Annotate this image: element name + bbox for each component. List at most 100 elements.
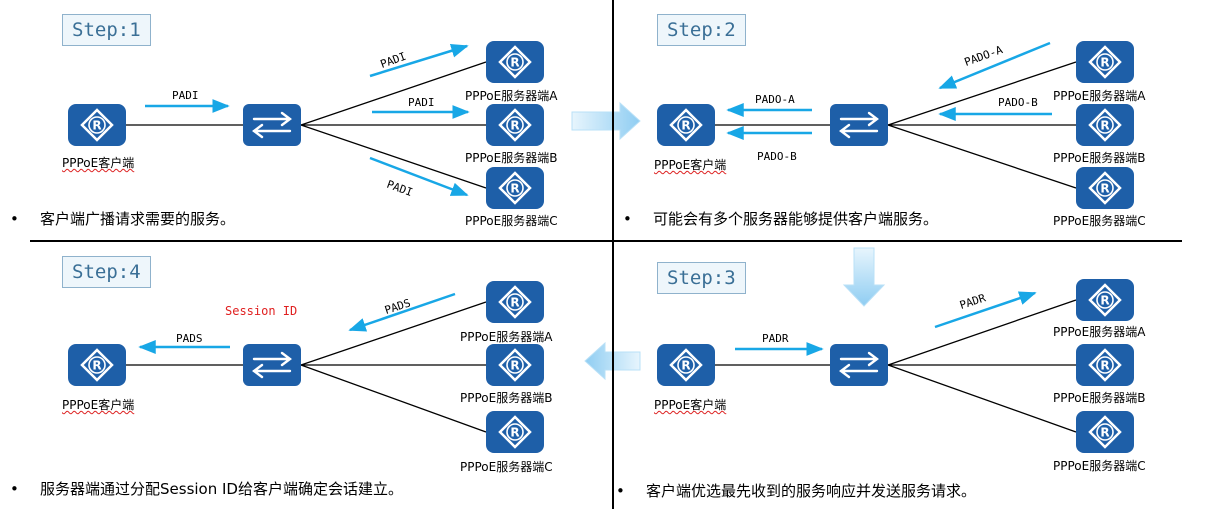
q2-server-b-label: PPPoE服务器端B	[1053, 151, 1146, 165]
step-3-caption-text: 客户端优选最先收到的服务响应并发送服务请求。	[646, 482, 977, 500]
q3-server-a-router-icon: R	[1076, 279, 1134, 321]
q2-msg-label-b: PADO-B	[998, 96, 1038, 109]
step-4-box: Step:4	[62, 256, 151, 288]
q3-client-label: PPPoE客户端	[654, 396, 726, 413]
q4-link-switch-server-a	[300, 301, 487, 366]
step-1-box: Step:1	[62, 14, 151, 46]
svg-text:R: R	[510, 119, 519, 133]
svg-text:R: R	[92, 119, 101, 133]
svg-text:R: R	[510, 56, 519, 70]
step-flow-arrows	[571, 101, 886, 381]
q3-server-b-router-icon: R	[1076, 344, 1134, 386]
q4-client-label: PPPoE客户端	[62, 396, 134, 413]
q1-server-a-label: PPPoE服务器端A	[465, 89, 558, 103]
svg-text:R: R	[1100, 294, 1109, 308]
q1-switch-icon	[243, 104, 301, 146]
bullet: •	[616, 482, 625, 500]
q1-msg-label-client: PADI	[172, 89, 199, 102]
q2-switch-icon	[830, 104, 888, 146]
q4-server-a-label: PPPoE服务器端A	[460, 330, 553, 344]
q2-server-b-router-icon: R	[1076, 104, 1134, 146]
vertical-divider	[612, 0, 614, 509]
q3-server-c-label: PPPoE服务器端C	[1053, 459, 1146, 473]
svg-text:R: R	[510, 296, 519, 310]
svg-text:R: R	[1100, 359, 1109, 373]
q4-client-router-icon: R	[68, 344, 126, 386]
q2-server-a-router-icon: R	[1076, 41, 1134, 83]
q3-link-switch-server-a	[887, 299, 1077, 366]
q4-pads-arrow-a	[348, 292, 456, 332]
q2-server-c-router-icon: R	[1076, 167, 1134, 209]
q1-msg-label-b: PADI	[408, 96, 435, 109]
q3-padr-arrow-a	[934, 291, 1037, 329]
q1-link-switch-server-c	[300, 124, 487, 189]
svg-text:R: R	[1100, 56, 1109, 70]
q2-link-switch-server-c	[887, 124, 1077, 189]
step-2-caption: • 可能会有多个服务器能够提供客户端服务。	[623, 208, 938, 229]
step-1-caption: • 客户端广播请求需要的服务。	[10, 208, 235, 229]
step-3-box: Step:3	[657, 262, 746, 294]
q3-msg-label-client: PADR	[762, 332, 789, 345]
svg-text:R: R	[1100, 119, 1109, 133]
bullet: •	[10, 480, 19, 498]
q1-client-label-text: PPPoE客户端	[62, 156, 135, 170]
svg-text:R: R	[92, 359, 101, 373]
step-4-caption-text: 服务器端通过分配Session ID给客户端确定会话建立。	[40, 480, 403, 498]
q4-msg-label-client: PADS	[176, 332, 203, 345]
message-arrows	[138, 41, 1052, 356]
network-devices: R R R R R R R R R R R R R R R R	[68, 41, 1134, 453]
q3-link-switch-server-c	[887, 364, 1077, 433]
q2-server-c-label: PPPoE服务器端C	[1053, 214, 1146, 228]
svg-text:R: R	[681, 119, 690, 133]
q1-server-a-router-icon: R	[486, 41, 544, 83]
q3-server-c-router-icon: R	[1076, 411, 1134, 453]
svg-text:R: R	[510, 426, 519, 440]
q1-server-b-label: PPPoE服务器端B	[465, 151, 558, 165]
q1-padi-arrow-a	[369, 43, 469, 78]
q1-link-switch-server-a	[300, 61, 487, 126]
q3-switch-icon	[830, 344, 888, 386]
q2-pado-a-arrow	[938, 41, 1051, 90]
q4-switch-icon	[243, 344, 301, 386]
step-2-caption-text: 可能会有多个服务器能够提供客户端服务。	[653, 210, 939, 228]
horizontal-divider	[30, 240, 1182, 242]
svg-text:R: R	[510, 359, 519, 373]
q4-link-switch-server-c	[300, 364, 487, 433]
q2-server-a-label: PPPoE服务器端A	[1053, 89, 1146, 103]
q2-client-label-text: PPPoE客户端	[654, 158, 727, 172]
svg-text:R: R	[510, 182, 519, 196]
svg-text:R: R	[1100, 182, 1109, 196]
session-id-note: Session ID	[225, 304, 298, 318]
q3-server-a-label: PPPoE服务器端A	[1053, 325, 1146, 339]
q4-server-a-router-icon: R	[486, 281, 544, 323]
q3-client-router-icon: R	[657, 344, 715, 386]
network-links	[126, 61, 1077, 433]
q4-server-c-label: PPPoE服务器端C	[460, 460, 553, 474]
q1-padi-arrow-c	[369, 156, 469, 197]
q4-client-label-text: PPPoE客户端	[62, 398, 135, 412]
svg-text:R: R	[1100, 426, 1109, 440]
q2-msg-label-client-b: PADO-B	[757, 150, 797, 163]
q1-server-b-router-icon: R	[486, 104, 544, 146]
q3-client-label-text: PPPoE客户端	[654, 398, 727, 412]
step-4-caption: • 服务器端通过分配Session ID给客户端确定会话建立。	[10, 478, 403, 499]
q1-server-c-router-icon: R	[486, 167, 544, 209]
flow-arrow-icon-step2-to-3	[842, 247, 886, 307]
q4-server-b-router-icon: R	[486, 344, 544, 386]
q2-msg-label-client-a: PADO-A	[755, 93, 795, 106]
q2-client-router-icon: R	[657, 104, 715, 146]
step-2-box: Step:2	[657, 14, 746, 46]
q3-server-b-label: PPPoE服务器端B	[1053, 391, 1146, 405]
q4-server-b-label: PPPoE服务器端B	[460, 391, 553, 405]
q4-server-c-router-icon: R	[486, 411, 544, 453]
q2-link-switch-server-a	[887, 61, 1077, 126]
step-1-caption-text: 客户端广播请求需要的服务。	[40, 210, 236, 228]
q2-client-label: PPPoE客户端	[654, 156, 726, 173]
q1-server-c-label: PPPoE服务器端C	[465, 214, 558, 228]
bullet: •	[10, 210, 19, 228]
bullet: •	[623, 210, 632, 228]
step-3-caption: • 客户端优选最先收到的服务响应并发送服务请求。	[616, 480, 976, 501]
q1-client-router-icon: R	[68, 104, 126, 146]
